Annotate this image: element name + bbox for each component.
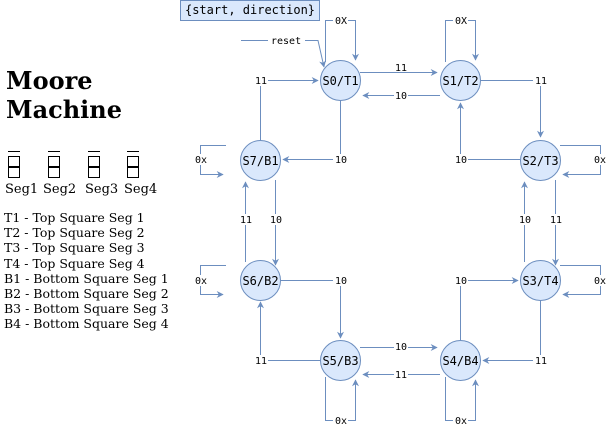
legend-item-t1: T1 - Top Square Seg 1 (4, 210, 145, 225)
seg4-display-icon (127, 151, 139, 178)
label-s2-s3: 11 (550, 215, 562, 226)
legend-item-b1: B1 - Bottom Square Seg 1 (4, 270, 169, 286)
edge-labels: 11 10 11 10 11 10 11 10 10 11 11 10 11 1… (193, 15, 608, 427)
label-s4-s5: 11 (395, 370, 407, 381)
legend-item-b3: B3 - Bottom Square Seg 3 (4, 301, 169, 317)
reset-arrow: reset (241, 36, 327, 68)
legend-item-b4: B4 - Bottom Square Seg 4 (4, 316, 169, 332)
edge-s4-s3 (460, 277, 519, 340)
edge-s1-s2 (480, 80, 544, 138)
state-s4-label: S4/B4 (442, 354, 478, 368)
loop-label-s5: 0x (335, 416, 347, 427)
label-s1-s2: 11 (535, 76, 547, 87)
legend: T1 - Top Square Seg 1 T2 - Top Square Se… (4, 210, 169, 332)
label-s7-s0: 11 (255, 76, 267, 87)
state-s5[interactable]: S5/B3 (320, 340, 361, 381)
reset-label: reset (271, 36, 301, 47)
state-s2[interactable]: S2/T3 (520, 140, 561, 181)
label-s3-s2: 10 (519, 215, 531, 226)
legend-item-t2: T2 - Top Square Seg 2 (4, 225, 145, 241)
seg3-display-icon (88, 151, 100, 178)
seg2-display-icon (48, 151, 60, 178)
state-s3-label: S3/T4 (522, 274, 558, 288)
label-s6-s7: 11 (240, 215, 252, 226)
loop-label-s0: 0X (335, 16, 347, 27)
edge-s6-s5 (280, 280, 344, 339)
loop-label-s7: 0x (195, 155, 207, 166)
state-s6-label: S6/B2 (242, 274, 278, 288)
loop-label-s3: 0x (594, 276, 606, 287)
diagram-title: Moore Machine (6, 66, 122, 124)
edge-s0-s7 (282, 100, 341, 163)
self-loop-s4 (445, 377, 479, 421)
seg2-label: Seg2 (43, 182, 77, 197)
label-s0-s1: 11 (395, 63, 407, 74)
label-s6-s5: 10 (335, 276, 347, 287)
edge-s7-s0 (260, 77, 319, 140)
state-s1-label: S1/T2 (442, 74, 478, 88)
segment-icons: Seg1 Seg2 Seg3 Seg4 (0, 148, 170, 198)
seg1-display-icon (8, 151, 20, 178)
legend-item-b2: B2 - Bottom Square Seg 2 (4, 286, 169, 302)
loop-label-s4: 0x (455, 416, 467, 427)
label-s1-s0: 10 (395, 91, 407, 102)
states: S0/T1 S1/T2 S2/T3 S3/T4 S4/B4 S5/B3 S6/B… (240, 60, 561, 381)
loop-label-s1: 0X (455, 16, 467, 27)
label-s4-s3: 10 (455, 276, 467, 287)
label-s2-s1: 10 (455, 155, 467, 166)
seg3-label: Seg3 (85, 182, 119, 197)
loop-label-s6: 0x (195, 276, 207, 287)
edge-s3-s4 (482, 300, 541, 364)
title-line-1: Moore (6, 66, 93, 95)
state-s0[interactable]: S0/T1 (320, 60, 361, 101)
seg4-label: Seg4 (124, 182, 158, 197)
label-s5-s6: 11 (255, 356, 267, 367)
legend-item-t4: T4 - Top Square Seg 4 (4, 255, 145, 271)
state-s6[interactable]: S6/B2 (240, 260, 281, 301)
state-s0-label: S0/T1 (322, 74, 358, 88)
state-s2-label: S2/T3 (522, 154, 558, 168)
edge-s5-s6 (257, 301, 320, 361)
state-s5-label: S5/B3 (322, 354, 358, 368)
self-loop-s5 (325, 377, 359, 421)
label-s3-s4: 11 (535, 356, 547, 367)
state-s4[interactable]: S4/B4 (440, 340, 481, 381)
title-line-2: Machine (6, 95, 123, 124)
edge-s2-s1 (457, 102, 520, 160)
legend-item-t3: T3 - Top Square Seg 3 (4, 240, 145, 256)
state-s7-label: S7/B1 (242, 154, 278, 168)
seg1-label: Seg1 (5, 182, 39, 197)
state-s3[interactable]: S3/T4 (520, 260, 561, 301)
note-text: {start, direction} (185, 3, 315, 17)
input-format-note: {start, direction} (180, 0, 320, 21)
state-s7[interactable]: S7/B1 (240, 140, 281, 181)
state-s1[interactable]: S1/T2 (440, 60, 481, 101)
label-s7-s6: 10 (270, 215, 282, 226)
label-s5-s4: 10 (395, 342, 407, 353)
loop-label-s2: 0x (594, 155, 606, 166)
label-s0-s7: 10 (335, 155, 347, 166)
